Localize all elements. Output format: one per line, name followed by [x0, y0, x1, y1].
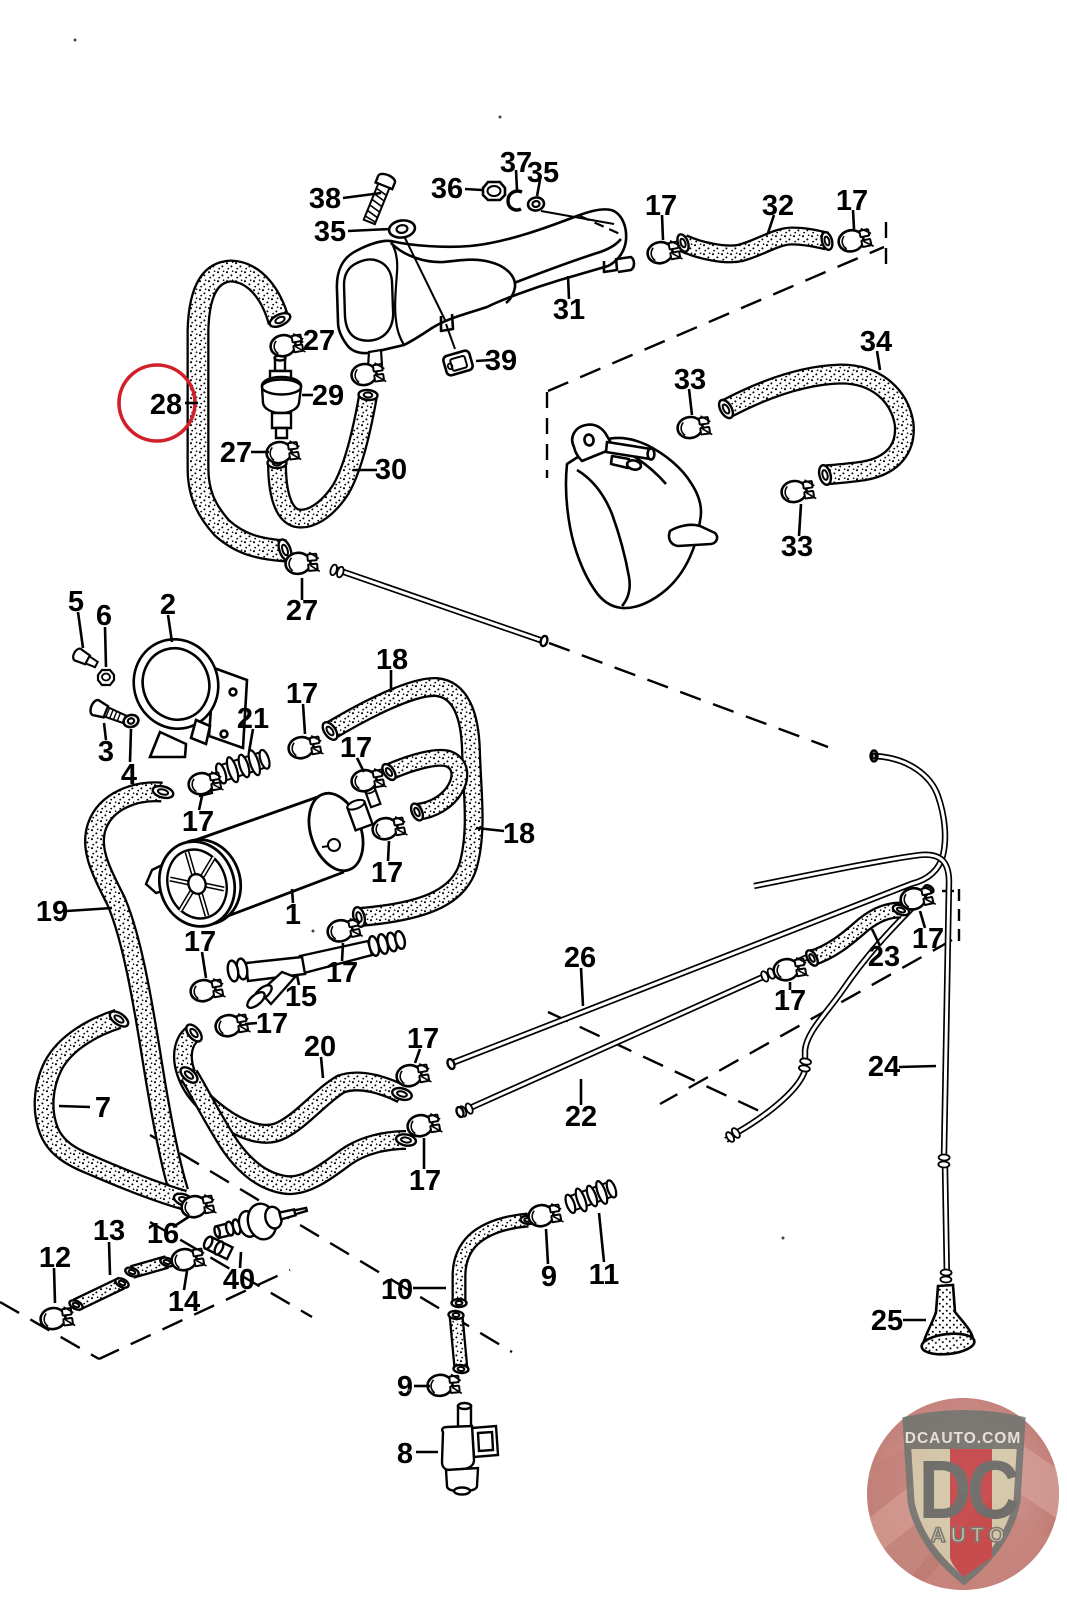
- svg-text:9: 9: [541, 1261, 557, 1293]
- svg-text:36: 36: [431, 173, 463, 205]
- svg-text:24: 24: [868, 1051, 900, 1083]
- svg-text:15: 15: [285, 981, 317, 1013]
- svg-text:17: 17: [256, 1008, 288, 1040]
- svg-text:16: 16: [147, 1218, 179, 1250]
- svg-text:34: 34: [860, 326, 892, 358]
- svg-text:14: 14: [168, 1286, 200, 1318]
- svg-text:35: 35: [314, 216, 346, 248]
- svg-text:17: 17: [326, 957, 358, 989]
- svg-text:17: 17: [182, 806, 214, 838]
- svg-text:27: 27: [220, 437, 252, 469]
- svg-text:40: 40: [223, 1264, 255, 1296]
- svg-text:17: 17: [774, 985, 806, 1017]
- svg-text:28: 28: [150, 389, 182, 421]
- svg-text:19: 19: [36, 896, 68, 928]
- svg-text:27: 27: [286, 595, 318, 627]
- svg-text:32: 32: [762, 190, 794, 222]
- svg-text:1: 1: [285, 899, 301, 931]
- svg-text:17: 17: [912, 923, 944, 955]
- svg-text:AUTO: AUTO: [930, 1524, 1009, 1547]
- svg-text:30: 30: [375, 454, 407, 486]
- svg-text:17: 17: [371, 857, 403, 889]
- svg-text:DC: DC: [919, 1443, 1019, 1536]
- svg-text:3: 3: [98, 736, 114, 768]
- svg-text:38: 38: [309, 183, 341, 215]
- svg-text:25: 25: [871, 1305, 903, 1337]
- svg-text:31: 31: [553, 294, 585, 326]
- svg-text:29: 29: [312, 380, 344, 412]
- svg-text:17: 17: [407, 1023, 439, 1055]
- svg-text:11: 11: [589, 1259, 620, 1291]
- svg-text:23: 23: [868, 941, 900, 973]
- svg-text:18: 18: [503, 818, 535, 850]
- svg-text:17: 17: [340, 732, 372, 764]
- svg-text:10: 10: [381, 1274, 413, 1306]
- svg-text:2: 2: [160, 589, 176, 621]
- svg-text:27: 27: [303, 325, 335, 357]
- svg-text:6: 6: [96, 600, 112, 632]
- svg-text:4: 4: [121, 759, 137, 791]
- svg-text:13: 13: [93, 1215, 125, 1247]
- svg-text:35: 35: [527, 157, 559, 189]
- svg-text:9: 9: [397, 1371, 413, 1403]
- svg-text:DCAUTO.COM: DCAUTO.COM: [905, 1430, 1022, 1447]
- svg-text:33: 33: [781, 531, 813, 563]
- svg-text:17: 17: [184, 926, 216, 958]
- svg-text:7: 7: [95, 1092, 111, 1124]
- svg-text:8: 8: [397, 1438, 413, 1470]
- svg-text:17: 17: [409, 1165, 441, 1197]
- svg-text:22: 22: [565, 1101, 597, 1133]
- svg-text:5: 5: [68, 586, 84, 618]
